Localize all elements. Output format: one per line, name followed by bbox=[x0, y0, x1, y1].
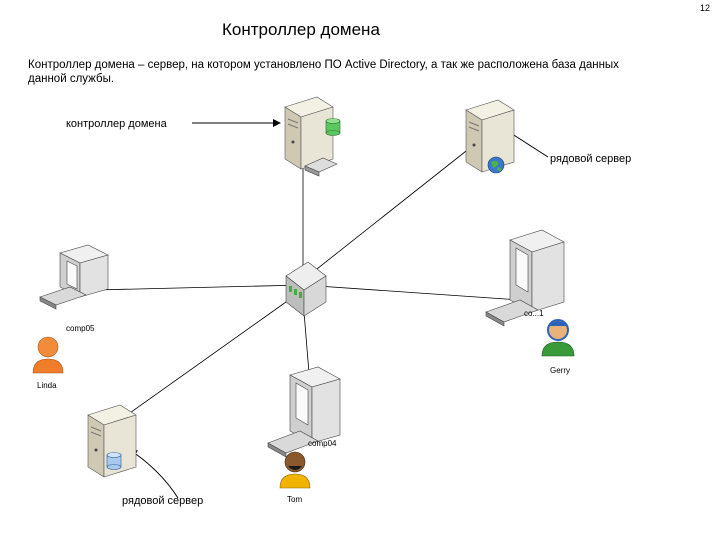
label-user-linda: Linda bbox=[37, 381, 57, 390]
database-icon bbox=[325, 118, 341, 136]
link-hub-comp05 bbox=[94, 284, 304, 291]
label-domain-controller: контроллер домена bbox=[66, 118, 167, 130]
page-number: 12 bbox=[699, 3, 710, 13]
user-avatar-icon bbox=[279, 451, 311, 489]
globe-icon bbox=[487, 156, 505, 174]
link-hub-member-server-top bbox=[302, 139, 481, 281]
network-hub-icon bbox=[285, 261, 327, 317]
slide-title: Контроллер домена bbox=[222, 20, 380, 39]
user-avatar-icon bbox=[32, 336, 64, 374]
link-hub-comp-right bbox=[302, 284, 521, 301]
label-user-tom: Tom bbox=[287, 495, 303, 504]
label-comp04: comp04 bbox=[308, 439, 337, 448]
label-user-gerry: Gerry bbox=[550, 366, 570, 375]
label-member-server-bottom: рядовой сервер bbox=[122, 495, 204, 507]
database-icon bbox=[106, 452, 122, 470]
slide-description: Контроллер домена – сервер, на котором у… bbox=[28, 59, 619, 85]
link-hub-member-server-bottom bbox=[119, 291, 301, 421]
arrow-member-server-bottom bbox=[129, 449, 179, 499]
desktop-computer-icon bbox=[39, 244, 109, 310]
desktop-computer-icon bbox=[485, 229, 565, 327]
user-avatar-icon bbox=[541, 319, 575, 357]
server-tower-icon bbox=[465, 99, 515, 173]
server-tower-icon bbox=[284, 96, 334, 170]
desktop-computer-icon bbox=[267, 366, 341, 458]
label-member-server-top: рядовой сервер bbox=[550, 153, 632, 165]
label-comp05: comp05 bbox=[66, 324, 95, 333]
label-comp-right: co...1 bbox=[524, 309, 544, 318]
keyboard-icon bbox=[304, 157, 338, 177]
